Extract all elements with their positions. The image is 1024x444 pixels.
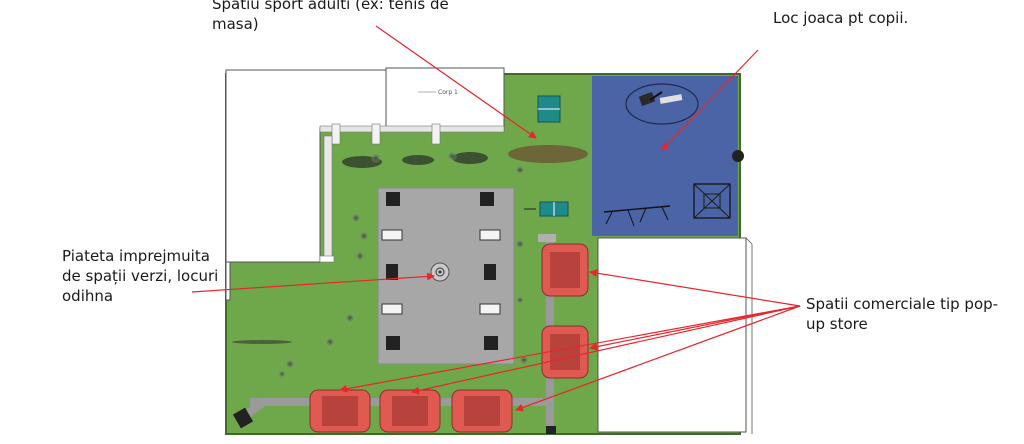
building-right xyxy=(597,237,753,434)
ping-pong-tables xyxy=(524,95,569,217)
annotation-arrows xyxy=(191,25,801,412)
label-square: Piateta imprejmuita de spații verzi, loc… xyxy=(62,247,219,305)
building-corp-1: Corp 1 xyxy=(319,67,505,133)
label-sport-area: Spatiu sport adulti (ex: tenis de masa) xyxy=(212,0,449,33)
building-tag: Corp 1 xyxy=(438,89,458,96)
bin-icon xyxy=(732,150,744,162)
popup-store-kiosks xyxy=(309,243,589,433)
arrow-shop-1 xyxy=(589,269,801,307)
arrow-sport xyxy=(375,25,537,139)
label-kids-playground: Loc joaca pt copii. xyxy=(773,9,909,27)
arrow-kids xyxy=(661,49,759,151)
arrow-shop-4 xyxy=(411,305,801,395)
swing-icon xyxy=(603,205,671,227)
arrow-square xyxy=(191,272,435,293)
pergola xyxy=(319,123,441,263)
playground-area xyxy=(592,76,744,236)
arrow-shop-5 xyxy=(515,305,801,412)
label-popup-stores: Spatii comerciale tip pop-up store xyxy=(806,295,999,333)
vegetation xyxy=(232,145,588,378)
arrow-shop-3 xyxy=(339,305,801,393)
benches xyxy=(381,192,501,350)
climbing-frame-icon xyxy=(693,183,731,219)
